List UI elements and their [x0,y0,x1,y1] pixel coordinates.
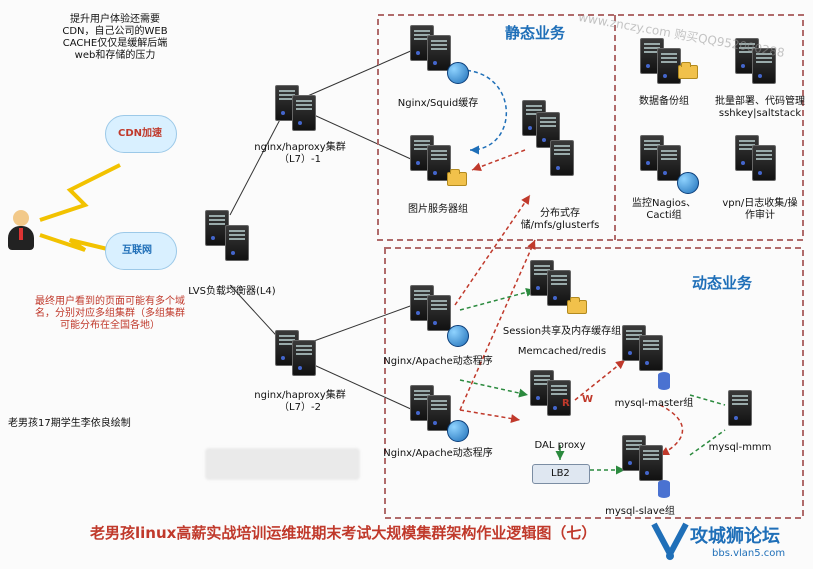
domain-note: 最终用户看到的页面可能有多个域名，分别对应多组集群（多组集群可能分布在全国各地） [35,296,185,331]
blurred-region [205,448,360,480]
cdn-cloud: CDN加速 [105,115,177,153]
lvs-label: LVS负载均衡器(L4) [188,286,276,297]
read-marker: R [562,398,570,409]
globe-icon [447,62,469,84]
memcached-label: Memcached/redis [517,346,607,357]
database-icon [658,480,670,498]
monitor-server-2 [657,145,681,181]
diagram-title: 老男孩linux高薪实战培训运维班期末考试大规模集群架构作业逻辑图（七） [90,524,597,542]
dal-label: DAL proxy [534,440,586,451]
lvs-server-2 [225,225,249,261]
internet-cloud: 互联网 [105,232,177,270]
apache1-server-2 [427,295,451,331]
globe-icon [447,420,469,442]
mysql-slave-label: mysql-slave组 [605,506,675,517]
globe-icon [677,172,699,194]
apache2-label: Nginx/Apache动态程序 [383,448,493,459]
image-server-2 [427,145,451,181]
batch-label: 批量部署、代码管理 sshkey|saltstack [715,96,805,119]
mysql-slave-server-2 [639,445,663,481]
image-server-label: 图片服务器组 [408,204,468,215]
vpn-server-2 [752,145,776,181]
write-marker: W [582,394,594,405]
credit-text: 老男孩17期学生李依良绘制 [8,418,131,429]
lb2-label: LB2 [551,468,570,479]
vpn-label: vpn/日志收集/操作审计 [722,198,798,221]
storage-server-3 [550,140,574,176]
batch-server-2 [752,48,776,84]
internet-cloud-label: 互联网 [122,245,152,256]
globe-icon [447,325,469,347]
lightning-internet [39,233,121,254]
static-section-border [377,14,804,241]
folder-icon [447,169,467,186]
mysql-mmm-server [728,390,752,426]
monitor-label: 监控Nagios、Cacti组 [631,198,697,221]
lb2-box: LB2 [532,464,590,484]
dynamic-section-border [384,247,804,519]
session-server-2 [547,270,571,306]
session-label: Session共享及内存缓存组 [502,326,622,337]
folder-icon [567,297,587,314]
backup-server-2 [657,48,681,84]
haproxy2-label: nginx/haproxy集群（L7）-2 [254,390,346,413]
cdn-note: 提升用户体验还需要CDN，自己公司的WEB CACHE仅仅是缓解后端web和存储… [62,14,168,61]
mysql-master-label: mysql-master组 [614,398,694,409]
mysql-master-server-2 [639,335,663,371]
lightning-cdn [39,163,121,222]
cdn-cloud-label: CDN加速 [118,128,163,139]
forum-name: 攻城狮论坛 [690,526,780,547]
dal-server-2 [547,380,571,416]
haproxy1-server-2 [292,95,316,131]
storage-label: 分布式存储/mfs/glusterfs [520,208,600,231]
forum-logo-icon [650,518,690,562]
haproxy2-server-2 [292,340,316,376]
forum-url: bbs.vlan5.com [712,548,786,559]
apache1-label: Nginx/Apache动态程序 [383,356,493,367]
mysql-mmm-label: mysql-mmm [708,442,772,453]
haproxy1-label: nginx/haproxy集群（L7）-1 [254,142,346,165]
folder-icon [678,62,698,79]
apache2-server-2 [427,395,451,431]
static-section-title: 静态业务 [505,24,566,42]
nginx-squid-label: Nginx/Squid缓存 [397,98,479,109]
nginx-squid-server-2 [427,35,451,71]
user-icon [6,210,36,252]
dynamic-section-title: 动态业务 [692,274,753,292]
backup-label: 数据备份组 [639,96,689,107]
database-icon [658,372,670,390]
